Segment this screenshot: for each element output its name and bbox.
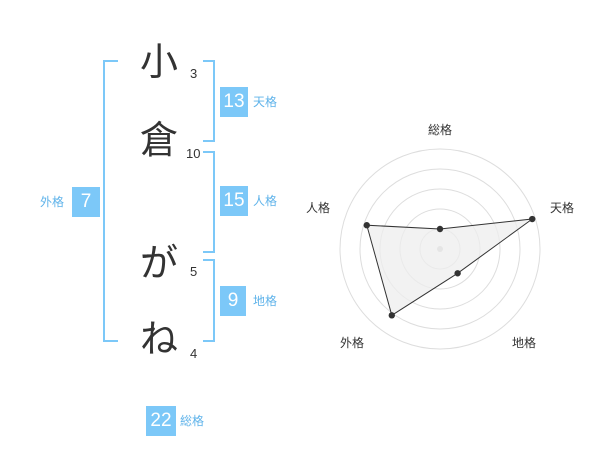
radar-point-1 bbox=[436, 225, 444, 233]
stroke-count-4: 4 bbox=[190, 346, 198, 361]
radar-points bbox=[363, 215, 536, 319]
axis-label-tenkaku: 天格 bbox=[550, 200, 574, 215]
gaikaku-label: 外格 bbox=[40, 195, 65, 209]
radar-point-2 bbox=[529, 215, 536, 223]
radar-point-4 bbox=[388, 312, 396, 319]
jinkaku-bracket bbox=[203, 151, 215, 253]
gaikaku-badge: 7 bbox=[72, 187, 100, 217]
radar-ring-4 bbox=[359, 168, 521, 330]
soukaku-badge: 22 bbox=[146, 406, 176, 436]
stroke-count-2: 10 bbox=[186, 146, 201, 161]
tenkaku-label: 天格 bbox=[253, 95, 278, 109]
radar-point-3 bbox=[454, 270, 461, 277]
name-char-4: ね bbox=[139, 317, 178, 361]
axis-label-soukaku: 総格 bbox=[428, 122, 452, 137]
chikaku-badge: 9 bbox=[220, 286, 246, 316]
axis-label-chikaku: 地格 bbox=[512, 335, 536, 350]
name-char-1: 小 bbox=[139, 40, 178, 84]
gaikaku-bracket bbox=[103, 60, 118, 342]
chikaku-label: 地格 bbox=[253, 294, 278, 308]
radar-polygon bbox=[366, 218, 535, 317]
axis-label-gaikaku: 外格 bbox=[340, 335, 364, 350]
radar-point-5 bbox=[363, 222, 370, 229]
jinkaku-label: 人格 bbox=[253, 194, 278, 208]
chikaku-bracket bbox=[203, 259, 215, 342]
jinkaku-badge: 15 bbox=[220, 186, 248, 216]
soukaku-label: 総格 bbox=[180, 414, 205, 428]
tenkaku-badge: 13 bbox=[220, 87, 248, 117]
name-char-3: が bbox=[139, 241, 178, 285]
tenkaku-bracket bbox=[203, 60, 215, 142]
axis-label-jinkaku: 人格 bbox=[306, 200, 330, 215]
name-char-2: 倉 bbox=[139, 118, 178, 162]
stroke-count-1: 3 bbox=[190, 66, 198, 81]
stroke-count-3: 5 bbox=[190, 264, 198, 279]
radar-ring-5 bbox=[339, 148, 541, 350]
